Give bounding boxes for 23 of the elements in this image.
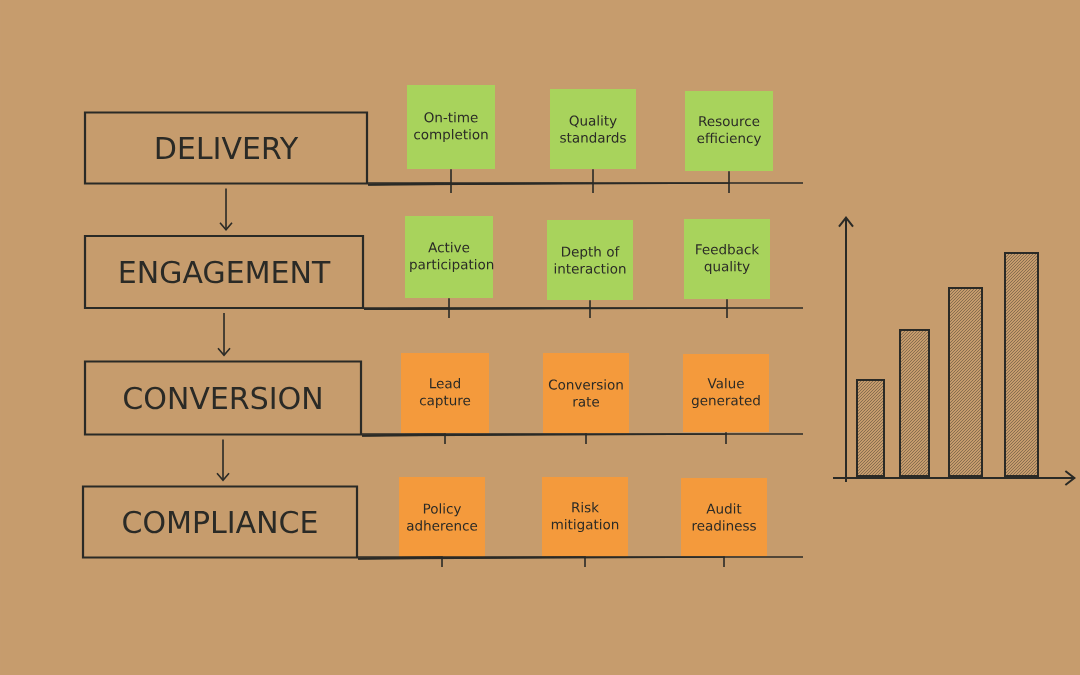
connector-line bbox=[367, 170, 730, 186]
sticky-note: Value generated bbox=[683, 354, 769, 432]
connector-line bbox=[363, 298, 728, 310]
sticky-note: Quality standards bbox=[550, 89, 636, 169]
stage-box: DELIVERY bbox=[83, 111, 369, 185]
sticky-note: Active participation bbox=[405, 216, 494, 298]
down-arrow bbox=[219, 221, 233, 231]
sticky-note: Audit readiness bbox=[681, 478, 767, 556]
down-arrow bbox=[216, 472, 230, 482]
sticky-note: Policy adherence bbox=[399, 477, 485, 557]
stage-box: ENGAGEMENT bbox=[83, 234, 365, 310]
sticky-note: Feedback quality bbox=[684, 219, 770, 299]
down-arrow bbox=[217, 347, 231, 357]
connector-line bbox=[361, 431, 727, 437]
stage-box: COMPLIANCE bbox=[81, 485, 359, 559]
stage-box: CONVERSION bbox=[83, 360, 363, 436]
connector-line bbox=[357, 555, 725, 560]
sticky-note: On-time completion bbox=[407, 85, 495, 169]
sticky-note: Resource efficiency bbox=[685, 91, 773, 171]
sticky-note: Depth of interaction bbox=[547, 220, 633, 300]
sticky-note: Conversion rate bbox=[543, 353, 629, 433]
sticky-note: Lead capture bbox=[401, 353, 489, 433]
sticky-note: Risk mitigation bbox=[542, 477, 628, 557]
